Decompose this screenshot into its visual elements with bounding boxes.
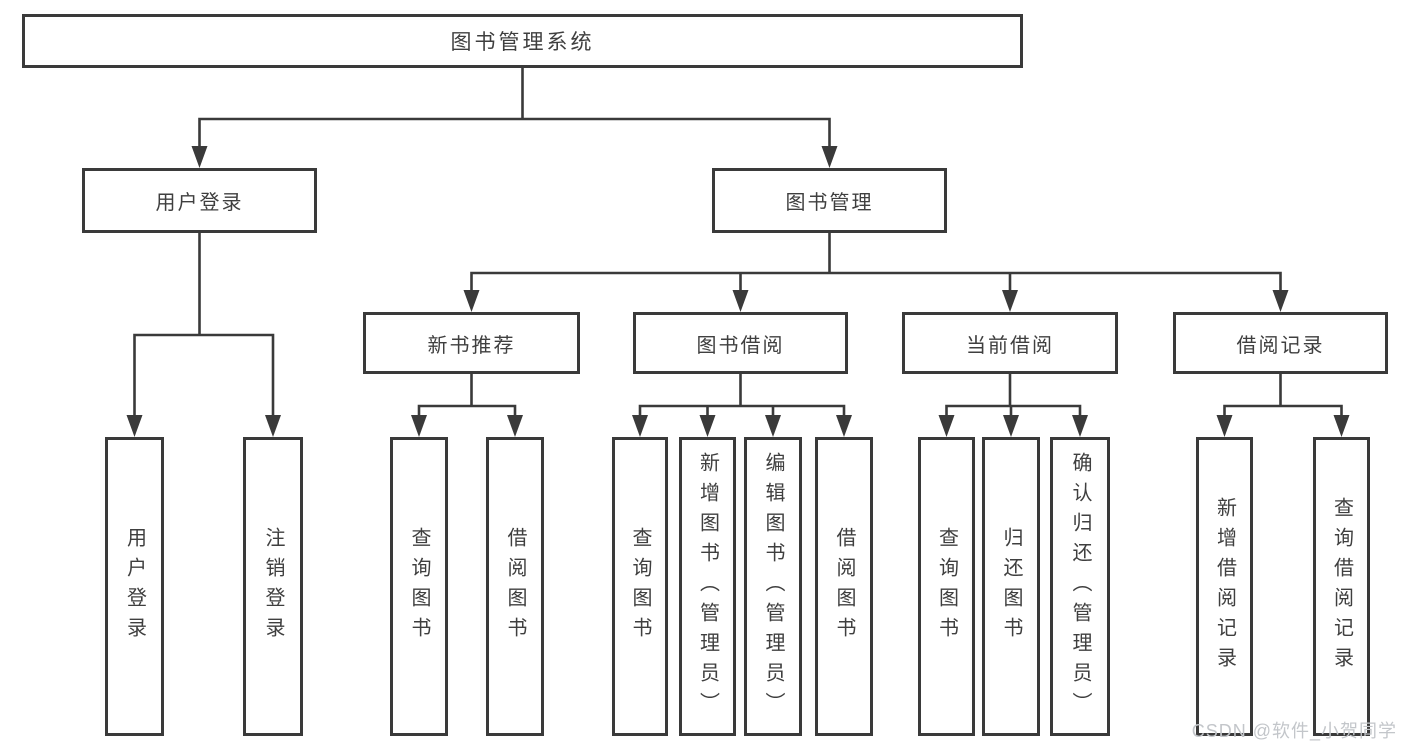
leaf-confirm-return-admin: 确认归还（管理员） [1050,437,1110,736]
node-book-borrowing: 图书借阅 [633,312,848,374]
leaf-label: 新增借阅记录 [1213,496,1236,677]
leaf-label: 归还图书 [1000,526,1022,647]
leaf-logout: 注销登录 [243,437,303,736]
leaf-label: 查询图书 [935,526,958,647]
node-root-system: 图书管理系统 [22,14,1023,68]
leaf-edit-books-admin: 编辑图书（管理员） [744,437,802,736]
leaf-label: 注销登录 [262,526,284,647]
node-label: 用户登录 [155,192,244,214]
csdn-watermark: CSDN @软件_小贺同学 [1191,721,1397,741]
leaf-query-books-1: 查询图书 [390,437,448,736]
leaf-label: 用户登录 [123,526,146,647]
node-borrowing-records: 借阅记录 [1173,312,1388,374]
leaf-query-books-3: 查询图书 [918,437,975,736]
leaf-label: 查询借阅记录 [1330,496,1353,677]
leaf-label: 借阅图书 [504,526,526,647]
node-book-management: 图书管理 [712,168,947,233]
node-label: 当前借阅 [966,334,1054,357]
node-label: 借阅记录 [1236,334,1325,357]
leaf-label: 查询图书 [629,526,651,647]
leaf-add-books-admin: 新增图书（管理员） [679,437,736,736]
node-label: 新书推荐 [427,334,516,357]
leaf-label: 确认归还（管理员） [1069,451,1091,722]
leaf-user-login: 用户登录 [105,437,164,736]
node-label: 图书管理 [785,192,874,214]
leaf-borrow-books-1: 借阅图书 [486,437,544,736]
leaf-label: 查询图书 [408,526,430,647]
leaf-add-borrow-record: 新增借阅记录 [1196,437,1253,736]
node-user-login-branch: 用户登录 [82,168,317,233]
leaf-label: 编辑图书（管理员） [762,451,784,722]
leaf-query-borrow-record: 查询借阅记录 [1313,437,1370,736]
node-root-label: 图书管理系统 [450,31,595,54]
leaf-return-books: 归还图书 [982,437,1040,736]
leaf-label: 新增图书（管理员） [696,451,719,722]
node-new-book-recommend: 新书推荐 [363,312,580,374]
leaf-label: 借阅图书 [833,526,855,647]
node-label: 图书借阅 [696,334,785,357]
node-current-borrowing: 当前借阅 [902,312,1118,374]
leaf-query-books-2: 查询图书 [612,437,668,736]
leaf-borrow-books-2: 借阅图书 [815,437,873,736]
